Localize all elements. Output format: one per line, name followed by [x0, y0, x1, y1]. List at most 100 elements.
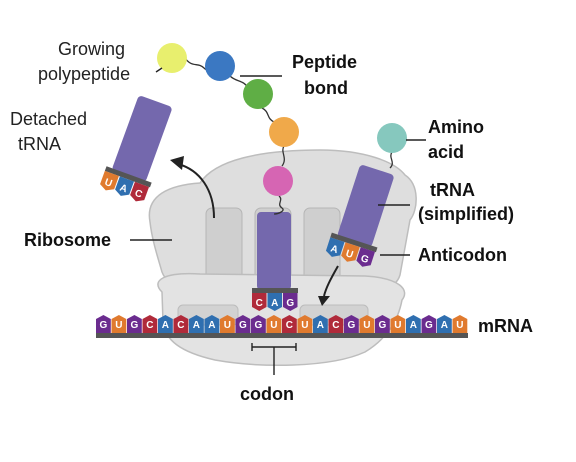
base-letter: C	[286, 320, 293, 331]
base-letter: A	[317, 320, 324, 331]
anticodon-base: C	[252, 293, 267, 311]
label-bond: bond	[304, 78, 348, 98]
base-letter: G	[100, 320, 108, 331]
mrna-base: G	[421, 315, 437, 333]
base-letter: A	[162, 320, 169, 331]
label-ribosome: Ribosome	[24, 230, 111, 250]
base-letter: A	[193, 320, 200, 331]
mrna-base: G	[344, 315, 359, 333]
label-codon: codon	[240, 384, 294, 404]
label-detached-trna: tRNA	[18, 134, 61, 154]
mrna-backbone	[96, 333, 468, 338]
anticodon-base: A	[325, 237, 345, 257]
mrna-base: A	[204, 315, 220, 333]
base-letter: A	[118, 182, 129, 195]
base-letter: U	[394, 320, 401, 331]
base-letter: A	[329, 243, 339, 256]
exit-arrow-head	[170, 156, 184, 170]
anticodon-base: G	[283, 293, 298, 311]
mrna-base: C	[282, 315, 297, 333]
anticodon-base: U	[100, 170, 119, 191]
amino-acid-pink	[263, 166, 293, 196]
base-letter: G	[425, 320, 433, 331]
label-acid: acid	[428, 142, 464, 162]
chain-link	[261, 107, 275, 123]
mrna-base: U	[111, 315, 127, 333]
entry-arrow	[323, 265, 339, 297]
base-letter: C	[256, 298, 263, 309]
chain-link	[281, 145, 285, 167]
base-letter: G	[239, 320, 247, 331]
label-polypeptide: polypeptide	[38, 64, 130, 84]
base-letter: G	[131, 320, 139, 331]
base-letter: G	[255, 320, 263, 331]
amino-acid-green	[243, 79, 273, 109]
mrna-base: A	[437, 315, 452, 333]
mrna-base: G	[251, 315, 266, 333]
anticodon-base: A	[115, 176, 134, 196]
base-letter: U	[103, 177, 114, 190]
mrna-base: G	[235, 315, 251, 333]
base-letter: A	[410, 320, 417, 331]
trna-in-ribosome	[257, 212, 291, 290]
label-mrna: mRNA	[478, 316, 533, 336]
base-letter: A	[441, 320, 448, 331]
base-letter: G	[348, 320, 356, 331]
mrna-base: G	[375, 315, 390, 333]
entry-arrow-head	[318, 296, 330, 306]
mrna-base: U	[359, 315, 375, 333]
mrna-base: A	[158, 315, 173, 333]
polypeptide-leader	[155, 67, 163, 73]
mrna-base: U	[266, 315, 282, 333]
mrna-base: A	[313, 315, 328, 333]
mrna-base: G	[127, 315, 142, 333]
base-letter: C	[133, 188, 144, 201]
amino-acid-yellow	[157, 43, 187, 73]
label-growing: Growing	[58, 39, 125, 59]
base-letter: A	[271, 298, 278, 309]
label-trna: tRNA	[430, 180, 475, 200]
base-letter: C	[146, 320, 153, 331]
mrna-base: U	[297, 315, 313, 333]
amino-acid-blue	[205, 51, 235, 81]
mrna-base: C	[173, 315, 189, 333]
mrna-base: A	[189, 315, 204, 333]
base-letter: U	[224, 320, 231, 331]
label-amino: Amino	[428, 117, 484, 137]
anticodon-base: C	[130, 181, 150, 202]
amino-acid-orange	[269, 117, 299, 147]
base-letter: U	[363, 320, 370, 331]
base-letter: C	[177, 320, 184, 331]
mrna-base: U	[452, 315, 468, 333]
amino-acid-teal	[377, 123, 407, 153]
label-peptide: Peptide	[292, 52, 357, 72]
trna-in-ribosome-base	[252, 288, 298, 293]
label-simplified: (simplified)	[418, 204, 514, 224]
mrna-base: G	[96, 315, 111, 333]
label-detached: Detached	[10, 109, 87, 129]
anticodon-base: U	[341, 242, 360, 262]
base-letter: U	[301, 320, 308, 331]
base-letter: G	[379, 320, 387, 331]
mrna-base: C	[142, 315, 158, 333]
label-anticodon: Anticodon	[418, 245, 507, 265]
base-letter: C	[332, 320, 339, 331]
chain-link	[273, 195, 284, 215]
base-letter: G	[286, 298, 294, 309]
base-letter: A	[208, 320, 215, 331]
mrna-base: C	[328, 315, 344, 333]
mrna-base: U	[220, 315, 235, 333]
exit-arrow	[177, 163, 215, 219]
base-letter: U	[270, 320, 277, 331]
anticodon-base: G	[356, 247, 375, 267]
base-letter: U	[115, 320, 122, 331]
base-letter: G	[359, 253, 370, 266]
base-letter: U	[344, 248, 354, 261]
anticodon-base: A	[267, 293, 282, 311]
mrna-base: U	[390, 315, 406, 333]
